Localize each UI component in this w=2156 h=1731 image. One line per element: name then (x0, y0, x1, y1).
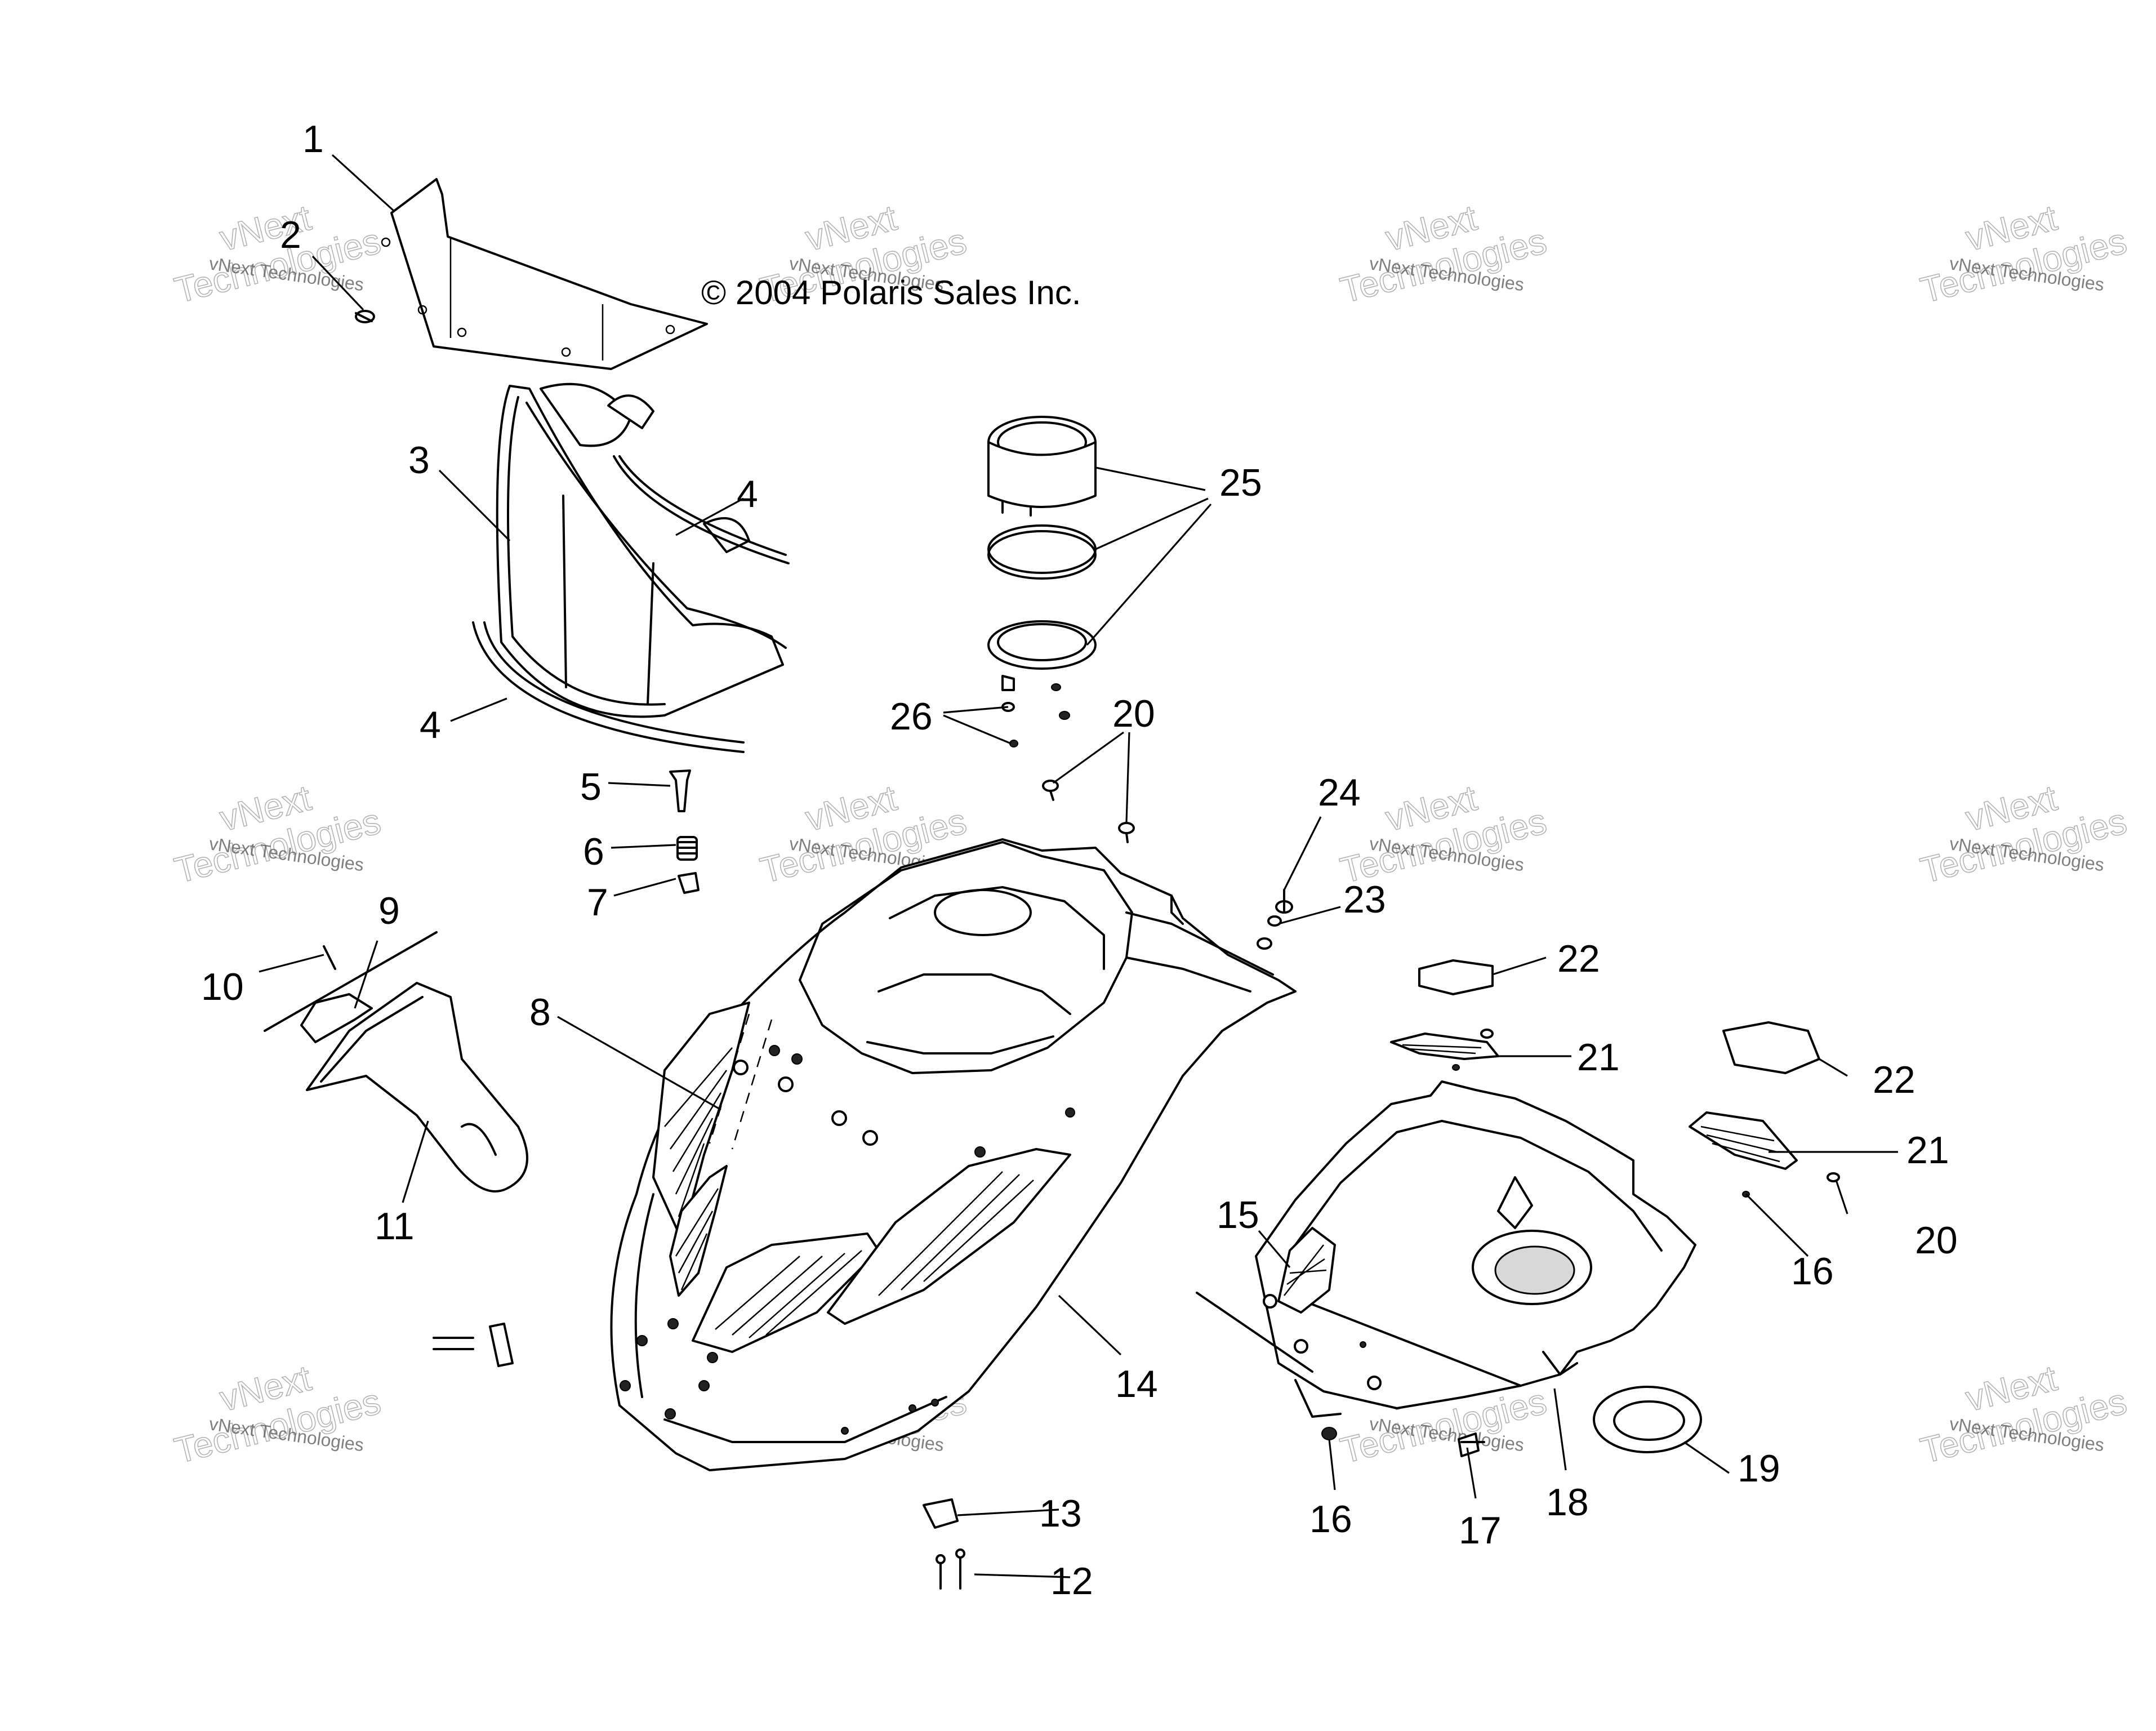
side-panel-mesh-lower (1689, 1111, 1840, 1198)
windshield (381, 178, 708, 370)
callout-13: 13 (1039, 1492, 1082, 1535)
adjuster-pin (669, 769, 691, 812)
copyright-notice: © 2004 Polaris Sales Inc. (701, 274, 1081, 312)
callout-1: 1 (302, 118, 324, 161)
callout-5: 5 (580, 766, 602, 808)
callout-19: 19 (1738, 1447, 1780, 1490)
windshield-screw (355, 310, 375, 323)
callout-11: 11 (375, 1205, 415, 1248)
callout-22a: 22 (1557, 937, 1600, 980)
hood-screws-top (1042, 780, 1135, 843)
intake-pin (323, 945, 336, 970)
belly-pan (1255, 1080, 1696, 1409)
side-panel-washer (1257, 915, 1282, 950)
side-panel-screw (1275, 889, 1293, 914)
side-panel-mesh-upper (1390, 1029, 1499, 1071)
headlight-assembly (496, 382, 787, 718)
hood (610, 838, 1297, 1471)
rivets (936, 1548, 965, 1590)
grommet (1593, 1386, 1702, 1453)
gauge-nuts (1001, 683, 1070, 747)
belly-pan-clip (1458, 1432, 1485, 1457)
callout-23: 23 (1343, 878, 1386, 921)
intake-cap (300, 993, 373, 1043)
callout-24: 24 (1318, 771, 1361, 814)
air-intake-duct (264, 931, 528, 1192)
belly-pan-bracket-line (1196, 1292, 1342, 1418)
belly-pan-vent (1277, 1227, 1336, 1314)
callout-7: 7 (587, 881, 608, 924)
callout-25: 25 (1219, 461, 1262, 504)
adjuster-spring (676, 836, 698, 861)
callout-9: 9 (378, 889, 400, 932)
callout-17: 17 (1459, 1509, 1502, 1552)
callout-16a: 16 (1309, 1498, 1352, 1541)
callout-4b: 4 (420, 704, 441, 746)
callout-26: 26 (890, 695, 933, 738)
callout-20a: 20 (1112, 692, 1155, 735)
belly-pan-nut (1321, 1427, 1337, 1440)
callout-14: 14 (1115, 1363, 1158, 1405)
callouts: 1 2 3 4 4 5 6 7 8 9 10 11 12 13 14 15 16… (201, 118, 1958, 1603)
callout-20b: 20 (1915, 1219, 1958, 1262)
callout-16b: 16 (1791, 1250, 1834, 1293)
adjuster-clip (678, 872, 700, 894)
gauge-assembly (987, 416, 1097, 691)
callout-8: 8 (529, 991, 551, 1034)
callout-4a: 4 (737, 473, 758, 515)
hood-fasteners-left (433, 1323, 514, 1367)
callout-12: 12 (1050, 1560, 1093, 1603)
callout-15: 15 (1217, 1194, 1259, 1236)
callout-21a: 21 (1577, 1036, 1620, 1079)
callout-22b: 22 (1873, 1058, 1916, 1101)
bracket (923, 1498, 959, 1529)
callout-18: 18 (1546, 1481, 1589, 1524)
callout-6: 6 (583, 830, 604, 873)
leader-lines (259, 154, 1898, 1578)
callout-2: 2 (280, 213, 301, 256)
callout-10: 10 (201, 965, 244, 1008)
side-panel-foam-lower (1722, 1021, 1820, 1074)
callout-21b: 21 (1906, 1129, 1949, 1172)
side-panel-foam-upper (1418, 959, 1494, 995)
headlight-trim-upper (613, 455, 790, 564)
callout-3: 3 (408, 439, 430, 482)
headlight-trim-lower (472, 621, 745, 753)
